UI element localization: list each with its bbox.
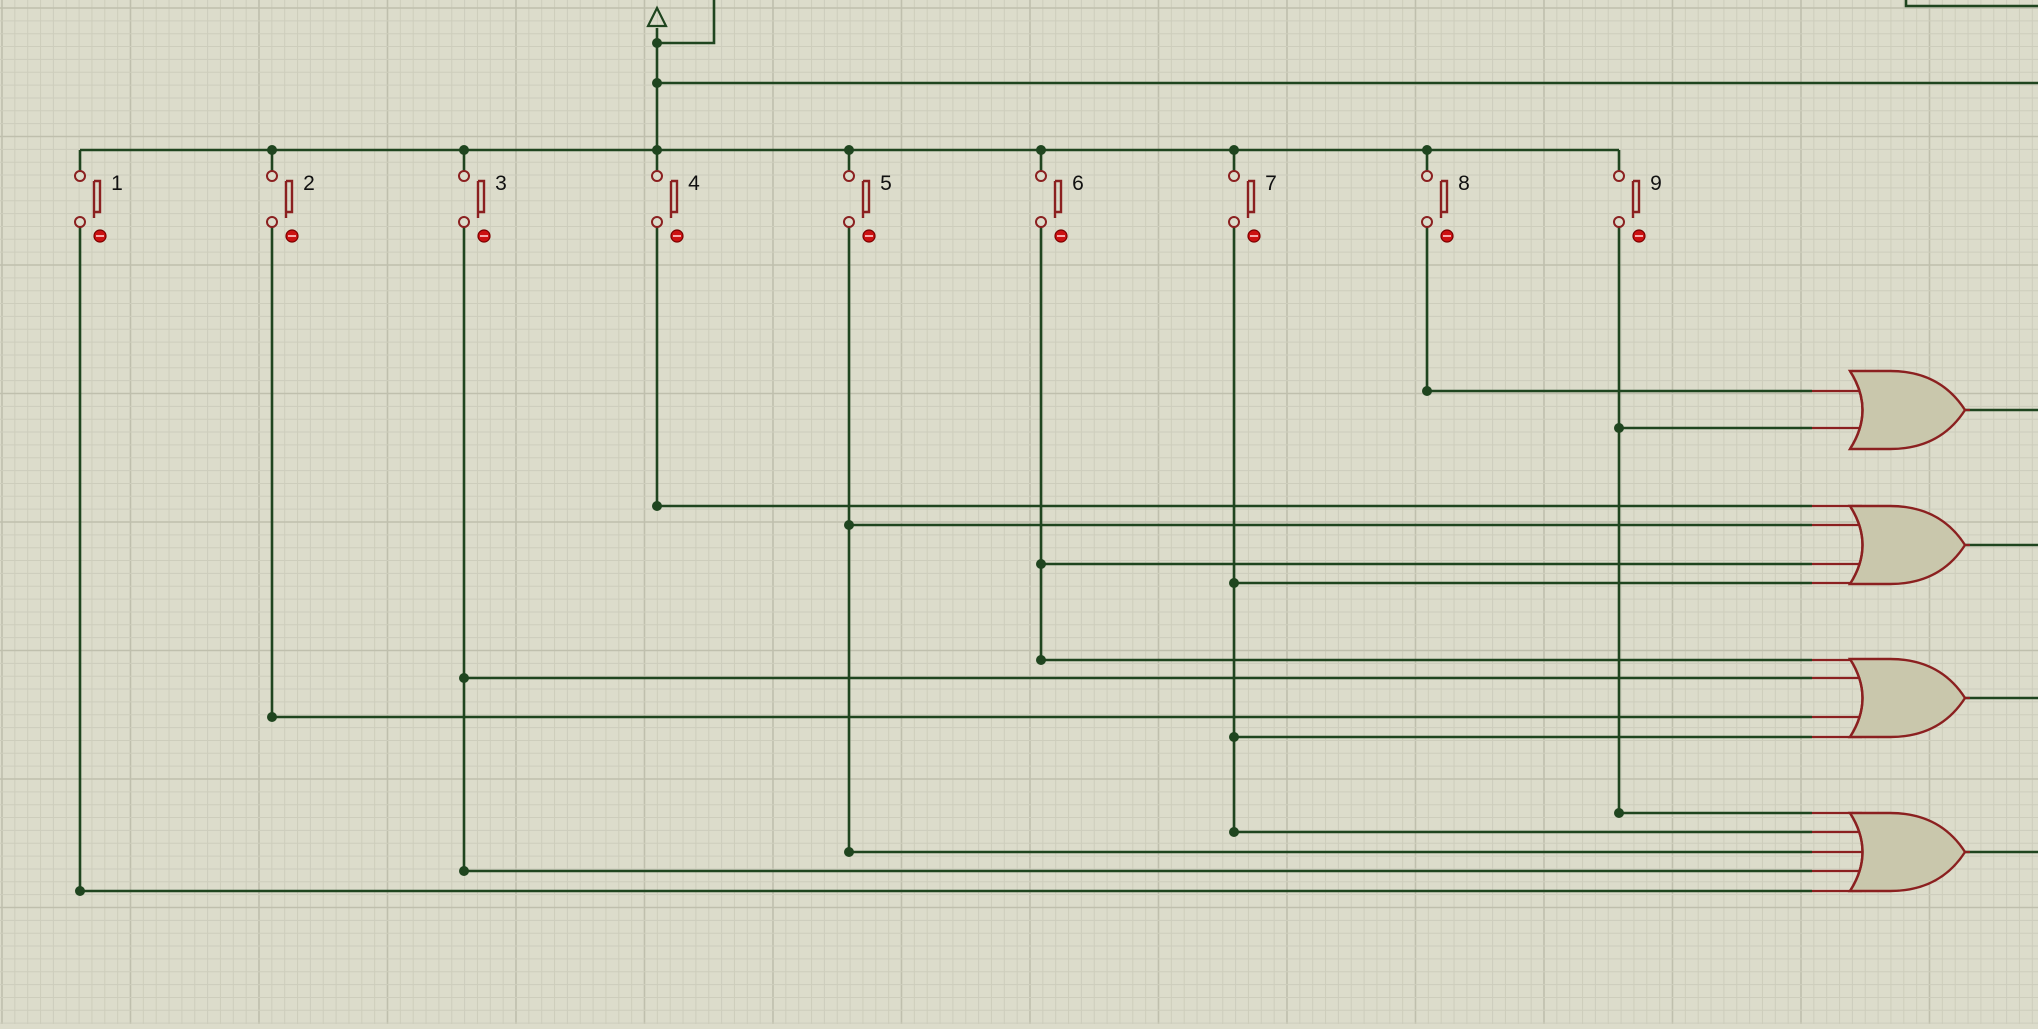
button-label: 6 <box>1072 172 1084 195</box>
pin-circle <box>843 216 855 228</box>
or-gate <box>1812 657 1970 739</box>
junction-dot <box>652 501 662 511</box>
pushbutton[interactable]: 1 <box>74 170 123 243</box>
pushbutton[interactable]: 5 <box>843 170 892 243</box>
switch-actuator <box>286 179 294 214</box>
pin-circle <box>843 170 855 182</box>
switch-actuator <box>863 179 871 214</box>
switch-actuator <box>1633 179 1641 214</box>
switch-actuator <box>1248 179 1256 214</box>
or-gates <box>1812 369 1970 893</box>
button-label: 4 <box>688 172 700 195</box>
or-gate <box>1812 504 1970 586</box>
or-gate <box>1812 811 1970 893</box>
junction-dot <box>652 78 662 88</box>
junction-dot <box>1422 386 1432 396</box>
pin-circle <box>1228 216 1240 228</box>
pushbutton[interactable]: 7 <box>1228 170 1277 243</box>
junction-dot <box>459 673 469 683</box>
pushbuttons: 1 2 3 4 5 6 7 8 9 <box>74 170 1662 243</box>
pin-circle <box>266 216 278 228</box>
button-label: 5 <box>880 172 892 195</box>
pushbutton[interactable]: 2 <box>266 170 315 243</box>
button-label: 9 <box>1650 172 1662 195</box>
junction-dot <box>1229 732 1239 742</box>
junction-dot <box>459 145 469 155</box>
power-terminal[interactable] <box>646 5 668 28</box>
junction-dot <box>844 520 854 530</box>
pin-circle <box>458 170 470 182</box>
pushbutton[interactable]: 3 <box>458 170 507 243</box>
junction-dot <box>1422 145 1432 155</box>
wires <box>78 0 2038 893</box>
switch-actuator <box>94 179 102 214</box>
or-gate-body <box>1847 369 1967 451</box>
or-gate-body <box>1847 657 1967 739</box>
button-label: 1 <box>111 172 123 195</box>
pin-circle <box>1035 216 1047 228</box>
pin-circle <box>1035 170 1047 182</box>
junction-dot <box>1036 145 1046 155</box>
pin-circle <box>74 216 86 228</box>
switch-actuator <box>1441 179 1449 214</box>
switch-actuator <box>671 179 679 214</box>
or-gate-body <box>1847 504 1967 586</box>
switch-actuator <box>1055 179 1063 214</box>
pin-circle <box>1613 216 1625 228</box>
junction-dot <box>652 145 662 155</box>
pushbutton[interactable]: 4 <box>651 170 700 243</box>
junction-dot <box>267 145 277 155</box>
or-gate-body <box>1847 811 1967 893</box>
junction-dot <box>1614 808 1624 818</box>
wire <box>1904 0 2038 8</box>
wire <box>657 0 716 45</box>
junction-dot <box>1036 559 1046 569</box>
button-label: 8 <box>1458 172 1470 195</box>
junction-dot <box>75 886 85 896</box>
button-label: 7 <box>1265 172 1277 195</box>
power-terminal-symbol[interactable] <box>646 5 668 28</box>
junction-dot <box>1614 423 1624 433</box>
or-gate-back <box>1848 370 1864 450</box>
pushbutton[interactable]: 6 <box>1035 170 1084 243</box>
pushbutton[interactable]: 9 <box>1613 170 1662 243</box>
junction-dot <box>1229 827 1239 837</box>
junction-dot <box>1229 578 1239 588</box>
or-gate <box>1812 369 1970 451</box>
junction-dot <box>652 38 662 48</box>
switch-actuator <box>478 179 486 214</box>
or-gate-back <box>1848 812 1864 892</box>
pin-circle <box>1613 170 1625 182</box>
button-label: 3 <box>495 172 507 195</box>
pushbutton[interactable]: 8 <box>1421 170 1470 243</box>
pin-circle <box>1421 216 1433 228</box>
junction-dot <box>267 712 277 722</box>
pin-circle <box>1421 170 1433 182</box>
junction-dots <box>75 38 1624 896</box>
or-gate-back <box>1848 658 1864 738</box>
pin-circle <box>651 216 663 228</box>
or-gate-back <box>1848 505 1864 585</box>
pin-circle <box>266 170 278 182</box>
pin-circle <box>74 170 86 182</box>
pin-circle <box>1228 170 1240 182</box>
pin-circle <box>458 216 470 228</box>
junction-dot <box>844 847 854 857</box>
junction-dot <box>1036 655 1046 665</box>
junction-dot <box>844 145 854 155</box>
pin-circle <box>651 170 663 182</box>
junction-dot <box>459 866 469 876</box>
button-label: 2 <box>303 172 315 195</box>
junction-dot <box>1229 145 1239 155</box>
